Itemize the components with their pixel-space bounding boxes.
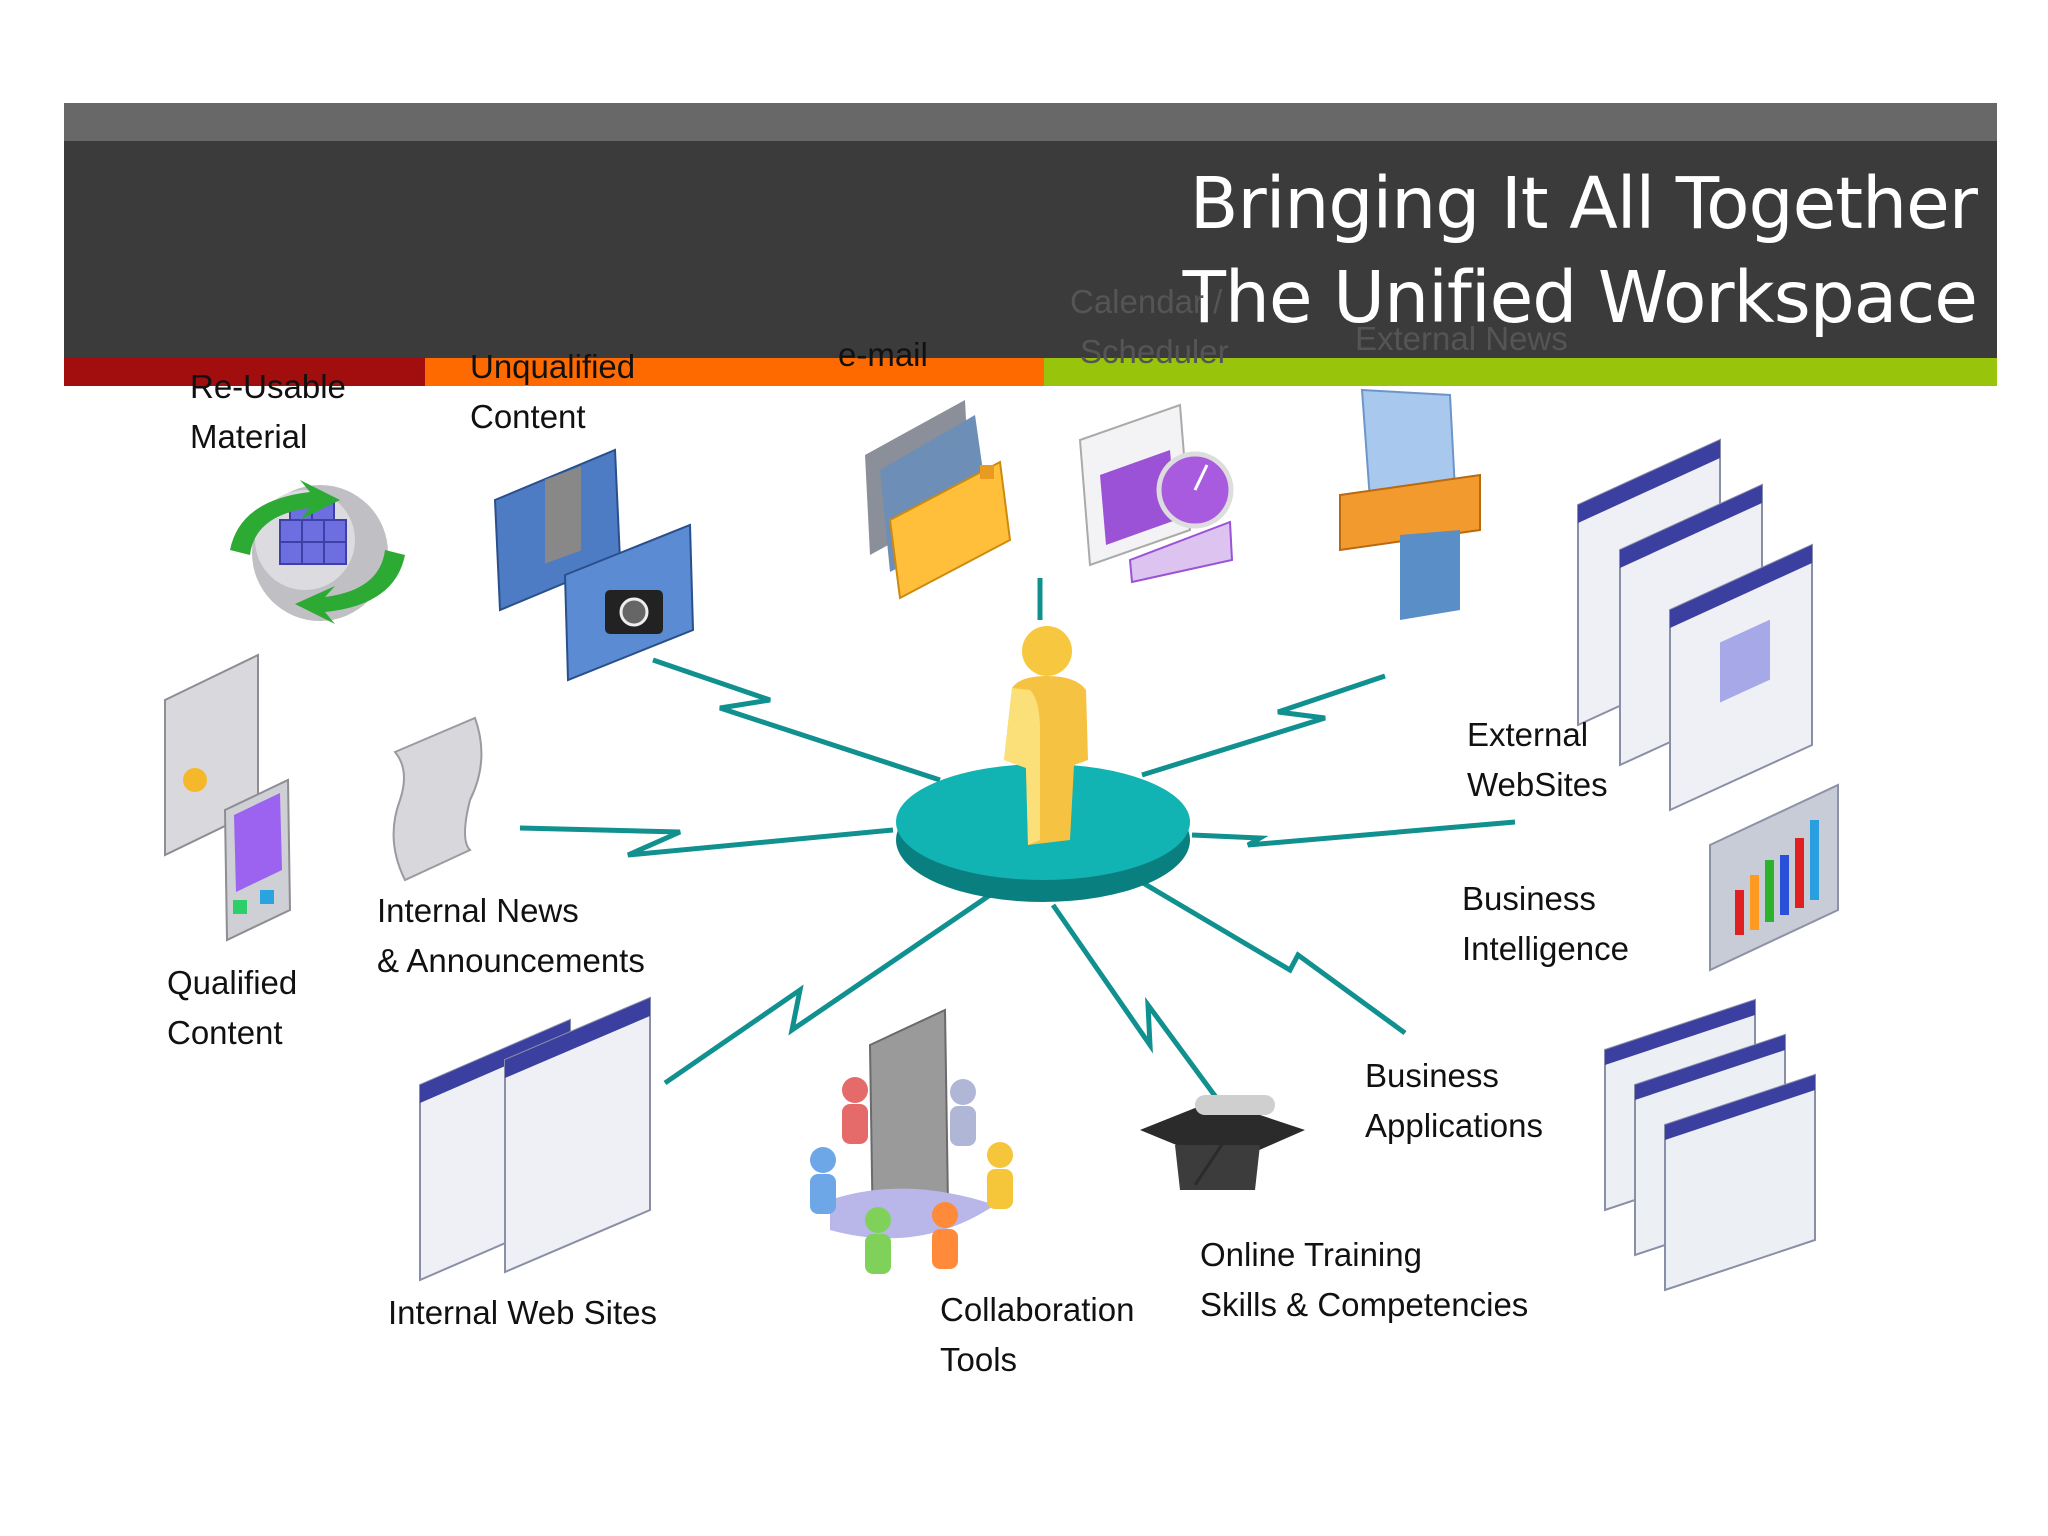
connector-business-intelligence [1136, 877, 1407, 1036]
title-line-1: Bringing It All Together [1189, 162, 1978, 245]
label-internal-news: Internal News & Announcements [377, 892, 645, 979]
internal-windows-icon [419, 996, 651, 1282]
graduation-cap-icon [1140, 1095, 1305, 1190]
connector-external-websites [1191, 819, 1516, 848]
stripe-orange [425, 358, 1044, 386]
label-business-intelligence: Business Intelligence [1462, 880, 1629, 967]
header-top-band [64, 103, 1997, 141]
header-band [64, 141, 1997, 358]
label-qualified-content: Qualified Content [167, 964, 298, 1051]
label-unqualified-content: Unqualified Content [470, 348, 636, 435]
news-printer-icon [1339, 388, 1481, 620]
connector-internal-news [519, 825, 894, 858]
document-device-icon [164, 653, 292, 942]
calendar-clock-icon [1078, 403, 1234, 584]
label-collaboration-tools: Collaboration Tools [940, 1291, 1135, 1378]
central-hub [896, 626, 1190, 902]
label-internal-web-sites: Internal Web Sites [388, 1294, 658, 1331]
label-online-training: Online Training Skills & Competencies [1200, 1236, 1529, 1323]
label-external-websites: External WebSites [1467, 716, 1608, 803]
label-external-news: External News [1355, 320, 1568, 357]
person-icon [1004, 626, 1088, 845]
connector-internal-web-sites [663, 892, 992, 1086]
connector-unqualified-content [652, 657, 941, 783]
scroll-icon [392, 716, 483, 882]
connector-collaboration [1050, 903, 1221, 1102]
label-email: e-mail [838, 336, 928, 373]
connectors [519, 578, 1516, 1102]
envelopes-icon [865, 400, 1012, 600]
label-business-applications: Business Applications [1365, 1057, 1543, 1144]
bar-chart-icon [1709, 783, 1839, 972]
label-calendar-scheduler: Calendar / Scheduler [1070, 283, 1229, 370]
app-windows-icon [1604, 998, 1816, 1292]
browser-windows-icon [1577, 438, 1813, 812]
stripe-green [1044, 358, 1997, 386]
people-document-icon [810, 1008, 1013, 1274]
title-line-2: The Unified Workspace [1182, 256, 1978, 339]
folders-camera-icon [493, 448, 695, 682]
stripe-red [64, 358, 425, 386]
connector-external-news [1141, 673, 1386, 778]
globe-cubes-icon [230, 480, 405, 624]
label-reusable-material: Re-Usable Material [190, 368, 346, 455]
